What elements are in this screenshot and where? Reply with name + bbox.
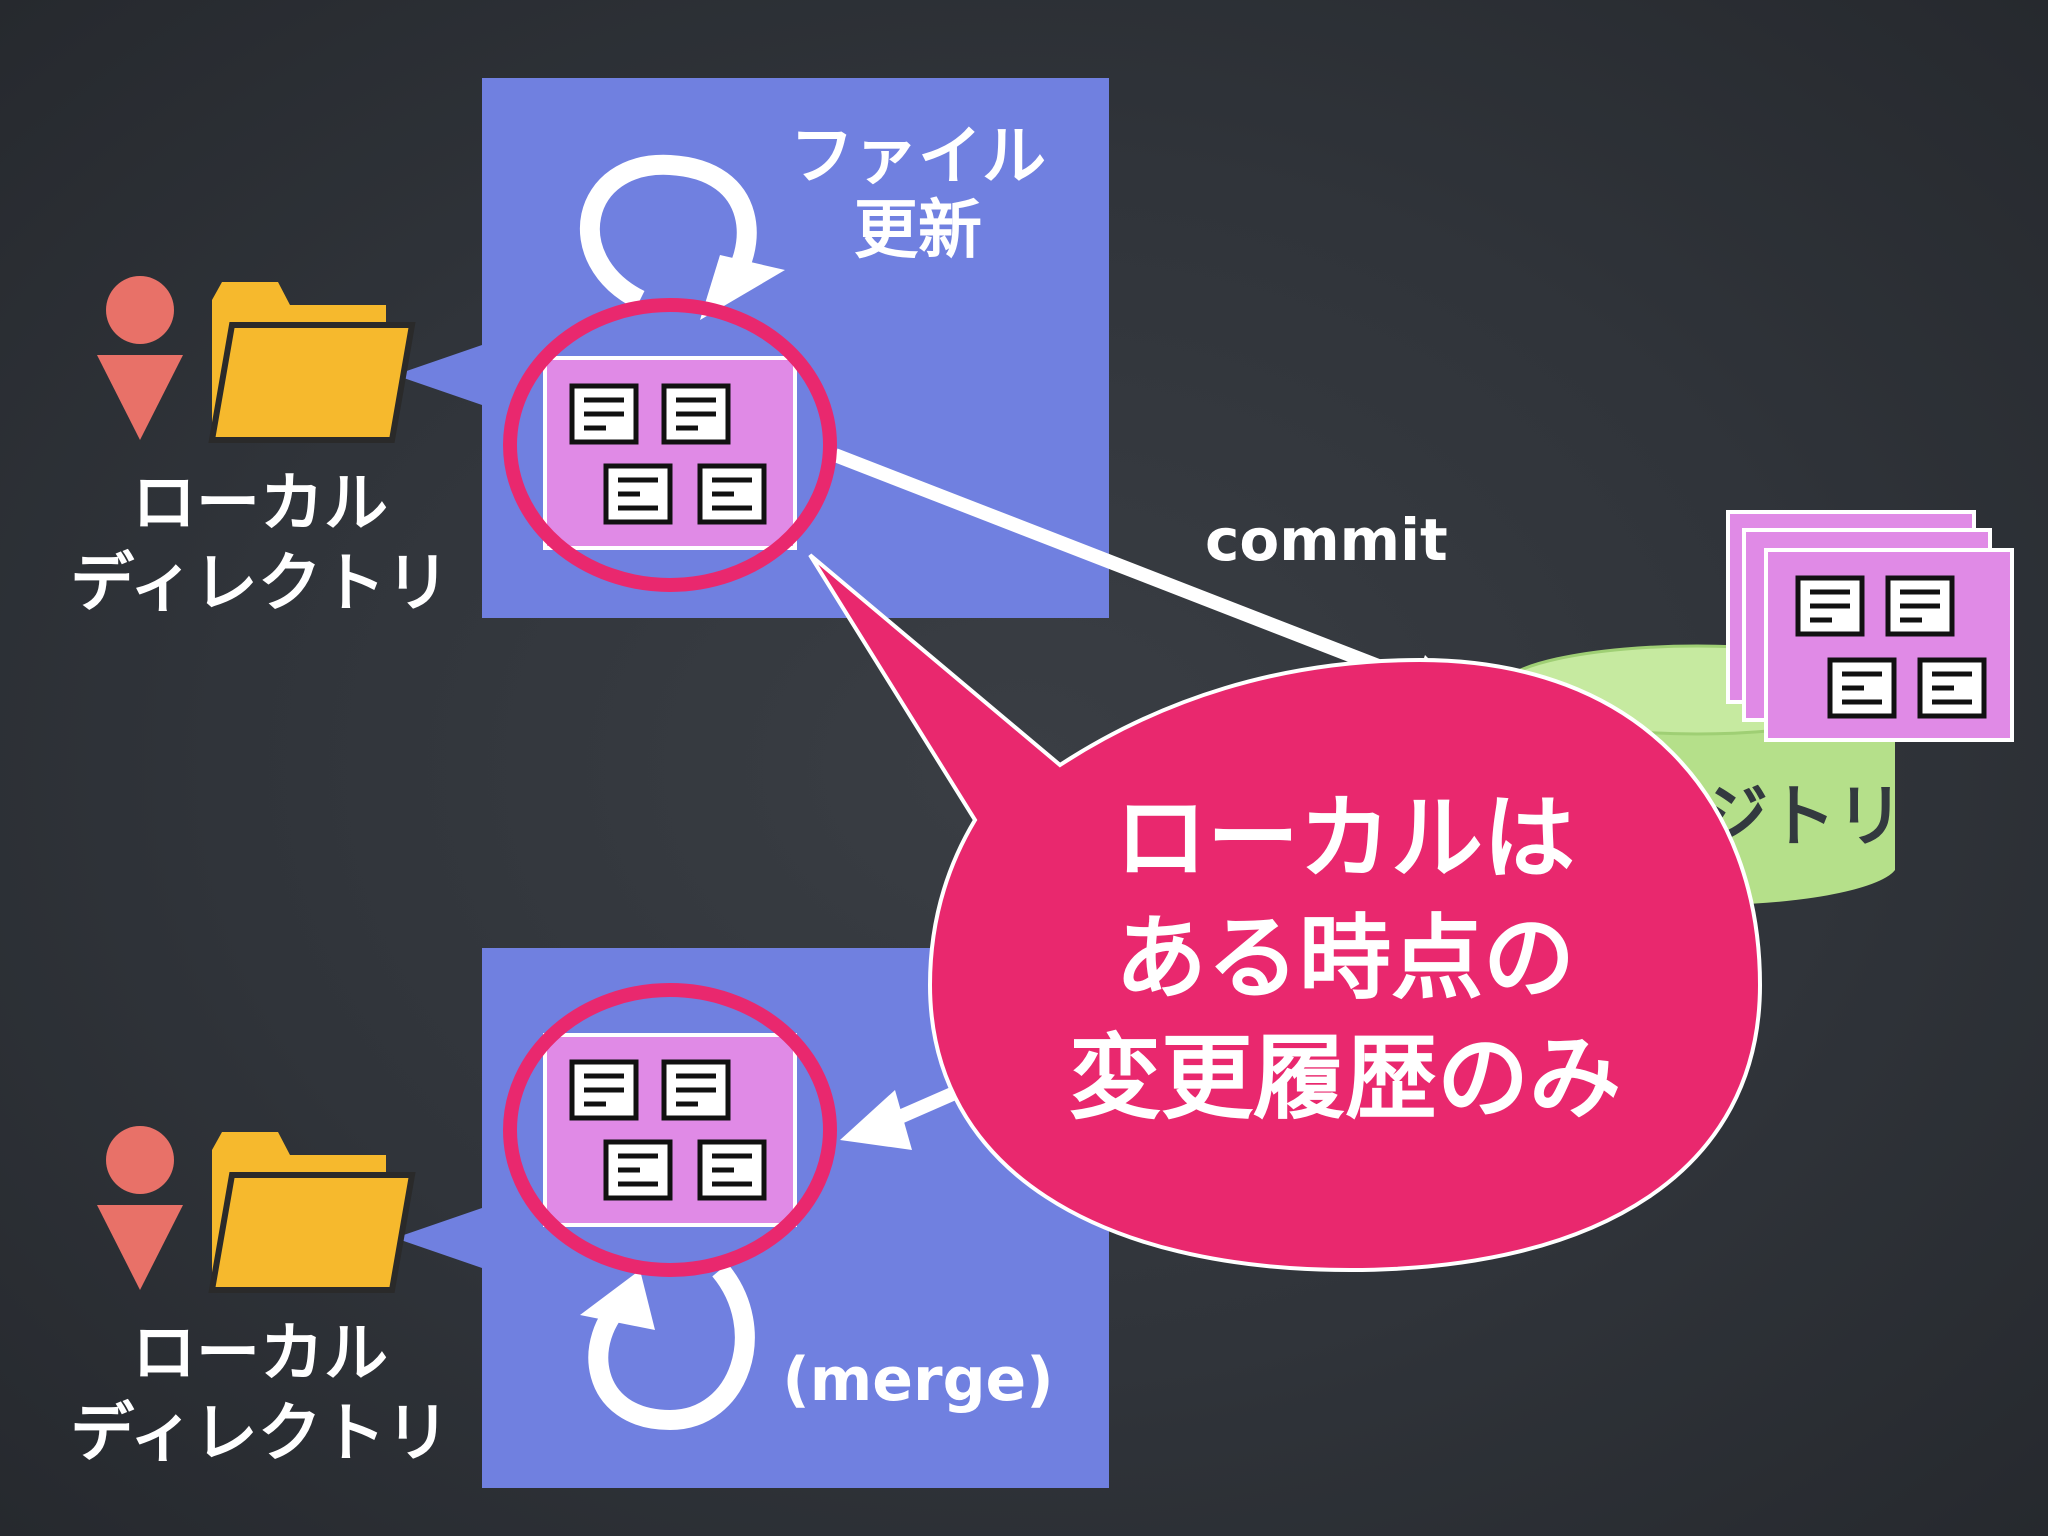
highlight-ring-top xyxy=(503,298,837,592)
callout-line-1: ローカルは xyxy=(1115,785,1575,892)
document-icon xyxy=(1830,660,1894,716)
document-icon xyxy=(572,386,636,442)
local-directory-top-line-1: ローカル xyxy=(132,467,388,541)
callout-bubble xyxy=(808,553,1763,1273)
folder-icon-bottom xyxy=(208,1132,416,1293)
snapshot-bottom xyxy=(543,1033,797,1227)
loop-arrow-icon-bottom xyxy=(580,1263,755,1431)
document-icon xyxy=(1920,660,1984,716)
commit-label: commit xyxy=(1205,506,1448,574)
callout-line-3: 変更履歴のみ xyxy=(1069,1025,1621,1132)
local-directory-bottom-line-2: ディレクトリ xyxy=(70,1397,450,1471)
person-icon-top xyxy=(97,276,183,440)
merge-label: (merge) xyxy=(782,1345,1053,1415)
person-icon-bottom xyxy=(97,1126,183,1290)
local-directory-bottom-line-1: ローカル xyxy=(132,1317,388,1391)
document-icon xyxy=(1888,578,1952,634)
file-update-label-line-1: ファイル xyxy=(790,120,1046,194)
document-icon xyxy=(664,1062,728,1118)
local-directory-top-line-2: ディレクトリ xyxy=(70,547,450,621)
file-update-label-line-2: 更新 xyxy=(854,194,982,268)
document-icon xyxy=(700,1142,764,1198)
document-icon xyxy=(664,386,728,442)
loop-arrow-icon-top xyxy=(579,154,785,320)
snapshot-top xyxy=(543,356,797,550)
document-icon xyxy=(1798,578,1862,634)
folder-icon-top xyxy=(208,282,416,443)
document-icon xyxy=(572,1062,636,1118)
highlight-ring-bottom xyxy=(503,983,837,1277)
callout-line-2: ある時点の xyxy=(1115,905,1575,1012)
document-icon xyxy=(606,466,670,522)
document-icon xyxy=(700,466,764,522)
repository-snapshot-stack xyxy=(1726,510,2014,742)
document-icon xyxy=(606,1142,670,1198)
